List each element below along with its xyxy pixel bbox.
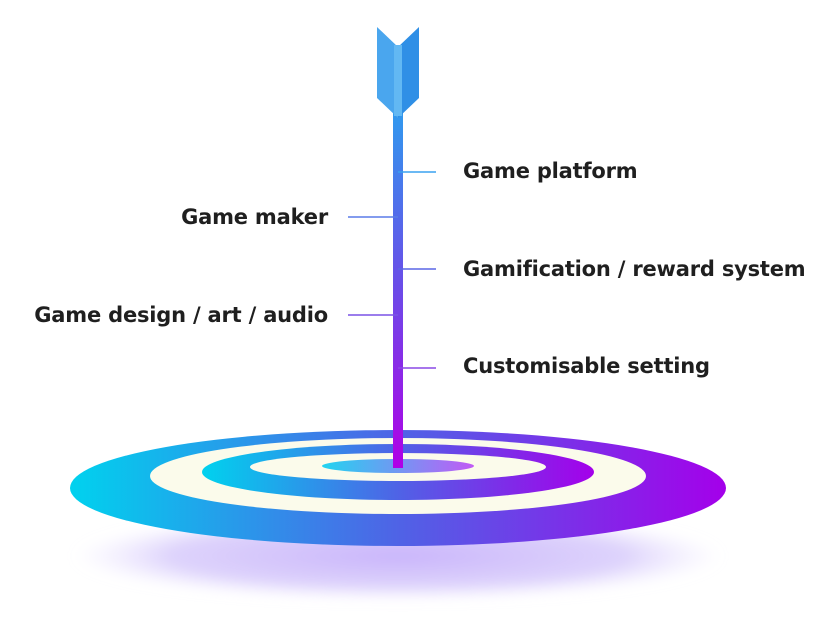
- label-customisable-setting: Customisable setting: [463, 354, 710, 378]
- arrow-shaft: [393, 60, 403, 468]
- label-game-platform: Game platform: [463, 159, 638, 183]
- arrow: [377, 27, 419, 468]
- arrow-fletching: [377, 27, 419, 118]
- label-game-maker: Game maker: [181, 205, 328, 229]
- connector-ticks: [348, 171, 436, 369]
- target-board: [70, 430, 726, 546]
- label-game-design: Game design / art / audio: [34, 303, 328, 327]
- label-gamification: Gamification / reward system: [463, 257, 806, 281]
